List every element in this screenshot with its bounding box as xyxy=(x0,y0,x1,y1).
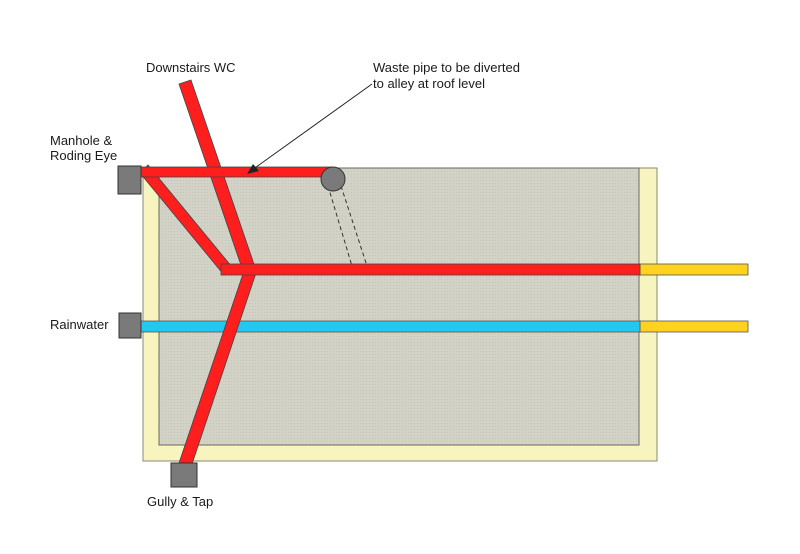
manhole-label-line1: Manhole & xyxy=(50,133,113,148)
rainwater-pipe xyxy=(139,320,641,333)
manhole-label-line2: Roding Eye xyxy=(50,148,118,163)
waste-pipe xyxy=(139,166,333,178)
soil-outlet-pipe xyxy=(639,263,749,276)
waste-pipe-label-line2: to alley at roof level xyxy=(373,76,486,91)
rainwater-label: Rainwater xyxy=(50,317,109,332)
callout-line xyxy=(251,83,373,171)
gully-fitting xyxy=(170,462,198,488)
gully-tap-label: Gully & Tap xyxy=(147,494,214,509)
main-soil-pipe xyxy=(220,263,641,276)
waste-pipe-label-line1: Waste pipe to be diverted xyxy=(373,60,520,75)
downstairs-wc-label: Downstairs WC xyxy=(146,60,236,75)
rainwater-outlet-pipe xyxy=(639,320,749,333)
waste-pipe-riser xyxy=(320,166,346,192)
callout-arrowhead xyxy=(247,164,259,174)
manhole-fitting xyxy=(117,165,142,195)
rainwater-fitting xyxy=(118,312,142,339)
diversion-dash-right xyxy=(340,185,368,267)
